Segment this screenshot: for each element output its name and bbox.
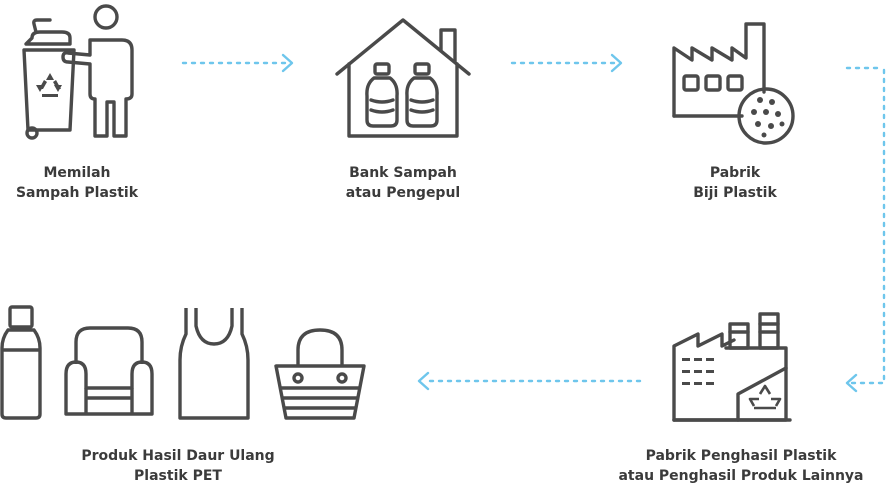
house-bottles-icon bbox=[335, 18, 471, 138]
label-line: Pabrik Penghasil Plastik bbox=[645, 448, 837, 464]
label-line: Produk Hasil Daur Ulang bbox=[81, 448, 275, 464]
armchair-icon bbox=[64, 326, 154, 416]
label-line: atau Pengepul bbox=[345, 185, 461, 201]
arrow-manufacturer-to-products bbox=[417, 371, 642, 391]
label-line: Pabrik bbox=[709, 165, 761, 181]
tote-bag-icon bbox=[274, 328, 366, 420]
person-trash-bin-icon bbox=[22, 4, 134, 140]
tank-top-icon bbox=[178, 308, 250, 420]
step-label-sort: Memilah Sampah Plastik bbox=[0, 163, 154, 203]
arrow-bank-to-pellet bbox=[510, 53, 623, 73]
arrow-pellet-to-manufacturer bbox=[845, 66, 886, 393]
step-label-bank: Bank Sampah atau Pengepul bbox=[323, 163, 483, 203]
factory-pellets-icon bbox=[672, 22, 795, 145]
recycle-icon bbox=[748, 384, 782, 410]
step-label-manufacturer: Pabrik Penghasil Plastik atau Penghasil … bbox=[598, 446, 884, 486]
pellets bbox=[751, 97, 785, 138]
bottle-icon bbox=[0, 305, 42, 420]
arrow-sort-to-bank bbox=[181, 53, 294, 73]
label-line: Plastik PET bbox=[134, 468, 222, 484]
label-line: Bank Sampah bbox=[349, 165, 457, 181]
recycle-icon bbox=[36, 73, 62, 97]
label-line: atau Penghasil Produk Lainnya bbox=[618, 468, 864, 484]
label-line: Sampah Plastik bbox=[15, 185, 139, 201]
factory-windows bbox=[682, 358, 714, 385]
step-label-pellet: Pabrik Biji Plastik bbox=[655, 163, 815, 203]
factory-recycle-icon bbox=[672, 312, 792, 422]
label-line: Biji Plastik bbox=[693, 185, 777, 201]
label-line: Memilah bbox=[43, 165, 111, 181]
step-label-products: Produk Hasil Daur Ulang Plastik PET bbox=[60, 446, 296, 486]
